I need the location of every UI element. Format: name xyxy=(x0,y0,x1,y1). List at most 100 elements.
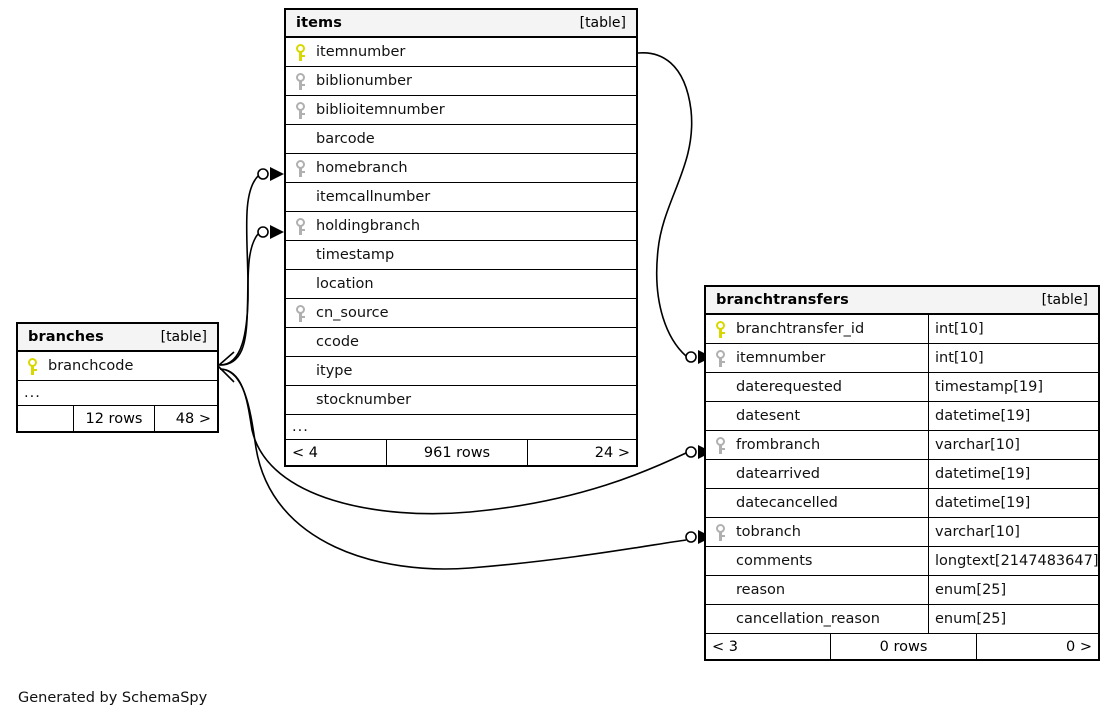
column-row-homebranch[interactable]: homebranch xyxy=(286,154,636,183)
column-name-datearrived: datearrived xyxy=(736,466,820,482)
table-branches-footer-left[interactable] xyxy=(18,406,73,431)
column-name-branchtransfer-id: branchtransfer_id xyxy=(736,321,865,337)
column-name-barcode: barcode xyxy=(316,131,375,147)
column-name-homebranch: homebranch xyxy=(316,160,408,176)
table-branches-header: branches [table] xyxy=(18,324,217,352)
column-row-comments[interactable]: comments longtext[2147483647] xyxy=(706,547,1098,576)
column-row-tobranch[interactable]: tobranch varchar[10] xyxy=(706,518,1098,547)
foreign-key-icon xyxy=(286,159,312,177)
column-row-timestamp[interactable]: timestamp xyxy=(286,241,636,270)
edge-endpoint-items-homebranch xyxy=(257,167,284,181)
column-row-frombranch[interactable]: frombranch varchar[10] xyxy=(706,431,1098,460)
table-items-tag: [table] xyxy=(579,15,626,31)
column-name-itype: itype xyxy=(316,363,353,379)
edge-branches-items-homebranch xyxy=(219,175,259,366)
column-row-itemnumber[interactable]: itemnumber int[10] xyxy=(706,344,1098,373)
column-row-ccode[interactable]: ccode xyxy=(286,328,636,357)
column-name-datesent: datesent xyxy=(736,408,801,424)
column-row-stocknumber[interactable]: stocknumber xyxy=(286,386,636,415)
column-name-frombranch: frombranch xyxy=(736,437,821,453)
column-row-branchcode[interactable]: branchcode xyxy=(18,352,217,381)
column-name-biblionumber: biblionumber xyxy=(316,73,412,89)
column-name-location: location xyxy=(316,276,374,292)
column-type-branchtransfer-id: int[10] xyxy=(928,315,1098,343)
column-name-branchcode: branchcode xyxy=(48,358,134,374)
column-name-itemnumber: itemnumber xyxy=(736,350,826,366)
column-name-cn-source: cn_source xyxy=(316,305,389,321)
column-row-datesent[interactable]: datesent datetime[19] xyxy=(706,402,1098,431)
foreign-key-icon xyxy=(286,217,312,235)
table-items-footer-rowcount: 961 rows xyxy=(386,440,528,465)
column-name-stocknumber: stocknumber xyxy=(316,392,412,408)
table-branchtransfers-footer-left[interactable]: < 3 xyxy=(712,638,738,655)
column-name-ccode: ccode xyxy=(316,334,359,350)
column-type-datecancelled: datetime[19] xyxy=(928,489,1098,517)
column-name-holdingbranch: holdingbranch xyxy=(316,218,421,234)
table-branchtransfers[interactable]: branchtransfers [table] branchtransfer_i… xyxy=(704,285,1100,661)
table-items-header: items [table] xyxy=(286,10,636,38)
table-branchtransfers-footer: < 3 0 rows 0 > xyxy=(706,634,1098,659)
column-row-itype[interactable]: itype xyxy=(286,357,636,386)
column-name-comments: comments xyxy=(736,553,813,569)
table-branches-name: branches xyxy=(28,329,104,345)
column-row-location[interactable]: location xyxy=(286,270,636,299)
foreign-key-icon xyxy=(706,349,732,367)
column-type-datesent: datetime[19] xyxy=(928,402,1098,430)
column-type-frombranch: varchar[10] xyxy=(928,431,1098,459)
table-branchtransfers-footer-right[interactable]: 0 > xyxy=(1066,638,1092,655)
foreign-key-icon xyxy=(706,523,732,541)
column-row-daterequested[interactable]: daterequested timestamp[19] xyxy=(706,373,1098,402)
column-row-datearrived[interactable]: datearrived datetime[19] xyxy=(706,460,1098,489)
table-items-footer: < 4 961 rows 24 > xyxy=(286,440,636,465)
table-items[interactable]: items [table] itemnumber biblionumber bi… xyxy=(284,8,638,467)
edge-endpoint-items-holdingbranch xyxy=(257,225,284,239)
column-type-datearrived: datetime[19] xyxy=(928,460,1098,488)
table-items-footer-left[interactable]: < 4 xyxy=(292,444,318,461)
table-branches-footer: 12 rows 48 > xyxy=(18,406,217,431)
column-type-daterequested: timestamp[19] xyxy=(928,373,1098,401)
column-row-datecancelled[interactable]: datecancelled datetime[19] xyxy=(706,489,1098,518)
table-branchtransfers-name: branchtransfers xyxy=(716,292,849,308)
generated-by-label: Generated by SchemaSpy xyxy=(18,690,208,706)
table-items-footer-right[interactable]: 24 > xyxy=(594,444,630,461)
column-row-holdingbranch[interactable]: holdingbranch xyxy=(286,212,636,241)
foreign-key-icon xyxy=(286,304,312,322)
column-name-biblioitemnumber: biblioitemnumber xyxy=(316,102,445,118)
column-name-cancellation-reason: cancellation_reason xyxy=(736,611,880,627)
primary-key-icon xyxy=(706,320,732,338)
column-row-reason[interactable]: reason enum[25] xyxy=(706,576,1098,605)
primary-key-icon xyxy=(286,43,312,61)
column-name-tobranch: tobranch xyxy=(736,524,801,540)
column-name-timestamp: timestamp xyxy=(316,247,395,263)
table-branches-footer-rowcount: 12 rows xyxy=(73,406,155,431)
table-branches-footer-right[interactable]: 48 > xyxy=(175,410,211,427)
table-branches-tag: [table] xyxy=(160,329,207,345)
column-row-cn-source[interactable]: cn_source xyxy=(286,299,636,328)
column-type-tobranch: varchar[10] xyxy=(928,518,1098,546)
column-row-branchtransfer-id[interactable]: branchtransfer_id int[10] xyxy=(706,315,1098,344)
primary-key-icon xyxy=(18,357,44,375)
column-row-itemnumber[interactable]: itemnumber xyxy=(286,38,636,67)
edge-branches-items-holdingbranch xyxy=(219,233,259,366)
column-row-biblioitemnumber[interactable]: biblioitemnumber xyxy=(286,96,636,125)
foreign-key-icon xyxy=(286,101,312,119)
table-items-name: items xyxy=(296,15,342,31)
column-name-daterequested: daterequested xyxy=(736,379,842,395)
table-branchtransfers-header: branchtransfers [table] xyxy=(706,287,1098,315)
foreign-key-icon xyxy=(706,436,732,454)
table-items-more-columns: ... xyxy=(286,415,636,440)
column-row-itemcallnumber[interactable]: itemcallnumber xyxy=(286,183,636,212)
column-row-biblionumber[interactable]: biblionumber xyxy=(286,67,636,96)
column-row-barcode[interactable]: barcode xyxy=(286,125,636,154)
column-type-reason: enum[25] xyxy=(928,576,1098,604)
table-branches[interactable]: branches [table] branchcode ... 12 rows … xyxy=(16,322,219,433)
foreign-key-icon xyxy=(286,72,312,90)
edge-endpoint-branches-branchcode xyxy=(217,351,235,383)
column-name-reason: reason xyxy=(736,582,786,598)
column-name-itemcallnumber: itemcallnumber xyxy=(316,189,431,205)
column-row-cancellation-reason[interactable]: cancellation_reason enum[25] xyxy=(706,605,1098,634)
column-type-comments: longtext[2147483647] xyxy=(928,547,1098,575)
column-type-cancellation-reason: enum[25] xyxy=(928,605,1098,633)
edge-items-branchtransfers-itemnumber xyxy=(637,52,693,357)
